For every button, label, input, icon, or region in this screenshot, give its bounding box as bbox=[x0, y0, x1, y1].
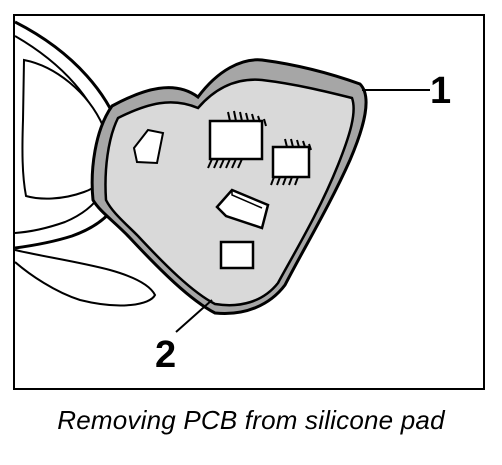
callout-2-leader bbox=[175, 299, 213, 333]
callout-2-label: 2 bbox=[155, 334, 176, 376]
key-button-pocket bbox=[21, 58, 111, 200]
key-housing-lower-lobe bbox=[15, 249, 157, 307]
pcb-contact-pad bbox=[132, 128, 165, 165]
callout-1-label: 1 bbox=[430, 70, 451, 112]
pcb-ic-chip-small bbox=[270, 138, 312, 186]
figure-caption: Removing PCB from silicone pad bbox=[57, 405, 445, 435]
pcb-component-block bbox=[215, 188, 270, 230]
pcb-component-square bbox=[219, 240, 255, 270]
pcb-ic-chip-large bbox=[207, 110, 267, 169]
